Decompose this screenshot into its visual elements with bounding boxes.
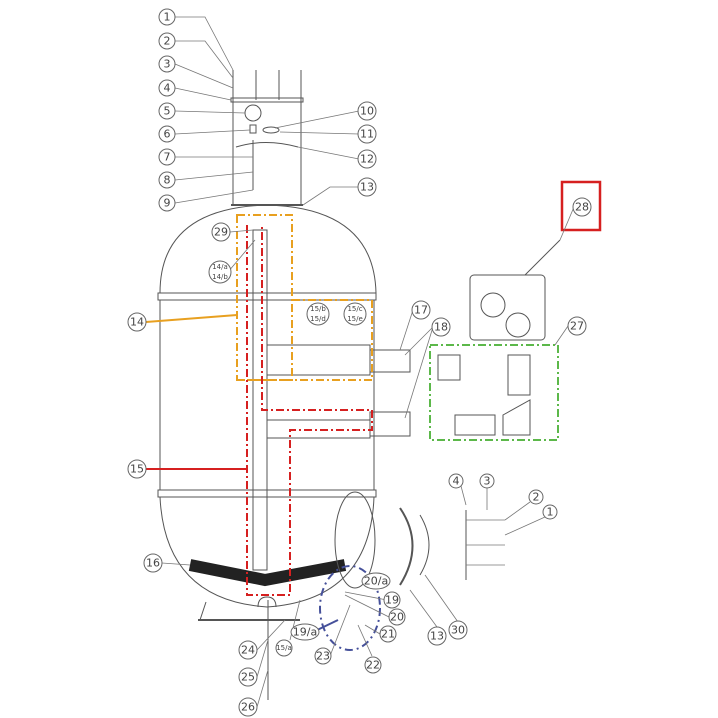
svg-text:26: 26 [241,701,255,714]
callout-9: 9 [158,194,176,212]
svg-text:25: 25 [241,671,255,684]
svg-text:3: 3 [484,475,491,488]
svg-text:15/d: 15/d [310,315,326,323]
svg-text:20/a: 20/a [364,575,388,588]
callout-22: 22 [364,656,382,674]
svg-text:14/a: 14/a [212,263,228,271]
callout-24: 24 [238,640,258,660]
svg-text:4: 4 [164,82,171,95]
collector-region-14 [236,214,293,381]
callout-right-3: 3 [479,473,495,489]
svg-text:10: 10 [360,105,374,118]
callout-15b-15d: 15/b 15/d [306,302,330,326]
svg-text:2: 2 [164,35,171,48]
svg-text:13: 13 [360,181,374,194]
highlight-box-28 [560,180,602,232]
svg-text:21: 21 [381,628,395,641]
manhole-parts [267,491,467,700]
svg-text:6: 6 [164,128,171,141]
svg-text:7: 7 [164,151,171,164]
callouts: 1 2 3 4 5 6 7 8 9 10 11 12 13 29 14/a14/… [127,8,592,717]
svg-text:15/e: 15/e [347,315,363,323]
svg-text:5: 5 [164,105,171,118]
callout-25: 25 [238,667,258,687]
callout-1: 1 [158,8,176,26]
svg-text:16: 16 [146,557,160,570]
drain-region-19 [319,565,381,651]
svg-text:15: 15 [130,463,144,476]
callout-right-1: 1 [542,504,558,520]
svg-text:15/a: 15/a [276,644,292,652]
svg-text:19: 19 [385,594,399,607]
svg-text:28: 28 [575,201,589,214]
svg-text:4: 4 [453,475,460,488]
callout-29: 29 [211,222,231,242]
top-hardware [230,70,304,206]
callout-right-2: 2 [528,489,544,505]
callout-15c-15e: 15/c 15/e [343,302,367,326]
callout-8: 8 [158,171,176,189]
callout-19: 19 [383,591,401,609]
svg-text:12: 12 [360,153,374,166]
callout-11: 11 [357,124,377,144]
callout-26: 26 [238,697,258,717]
internal-pipes [188,229,411,587]
callout-20: 20 [388,608,406,626]
callout-4: 4 [158,79,176,97]
svg-text:13: 13 [430,630,444,643]
svg-text:11: 11 [360,128,374,141]
callout-16: 16 [143,553,163,573]
svg-text:19/a: 19/a [293,626,317,639]
svg-text:30: 30 [451,624,465,637]
callout-2: 2 [158,32,176,50]
svg-text:23: 23 [316,650,330,663]
svg-text:3: 3 [164,58,171,71]
svg-text:9: 9 [164,197,171,210]
outlet-region-14 [237,299,373,381]
svg-text:14/b: 14/b [212,273,228,281]
svg-text:27: 27 [570,320,584,333]
svg-text:17: 17 [414,304,428,317]
callout-13-gasket: 13 [427,626,447,646]
svg-text:24: 24 [241,644,255,657]
callout-14a-14b: 14/a 14/b [208,260,232,284]
callout-17: 17 [411,300,431,320]
callout-20a: 20/a [361,572,391,590]
callout-15a: 15/a [275,639,293,657]
callout-21: 21 [379,625,397,643]
svg-text:22: 22 [366,659,380,672]
callout-19a: 19/a [290,623,320,641]
valve-fittings-region-27 [429,344,559,441]
multiport-valve [437,239,561,436]
callout-13: 13 [357,177,377,197]
callout-6: 6 [158,125,176,143]
svg-text:1: 1 [164,11,171,24]
callout-3: 3 [158,55,176,73]
svg-text:8: 8 [164,174,171,187]
svg-text:1: 1 [547,506,554,519]
callout-18: 18 [431,317,451,337]
svg-text:29: 29 [214,226,228,239]
callout-10: 10 [357,101,377,121]
callout-27: 27 [567,316,587,336]
svg-text:18: 18 [434,321,448,334]
callout-right-4: 4 [448,473,464,489]
svg-text:15/b: 15/b [310,305,326,313]
callout-23: 23 [314,647,332,665]
svg-text:14: 14 [130,316,144,329]
callout-15: 15 [127,459,147,479]
callout-30: 30 [448,620,468,640]
inlet-region-15 [246,225,373,596]
callout-12: 12 [357,149,377,169]
svg-text:15/c: 15/c [347,305,362,313]
callout-7: 7 [158,148,176,166]
callout-28: 28 [572,197,592,217]
manhole-bolt-assembly [460,485,546,566]
svg-text:2: 2 [533,491,540,504]
callout-5: 5 [158,102,176,120]
leader-lines [145,16,575,708]
svg-text:20: 20 [390,611,404,624]
callout-14: 14 [127,312,147,332]
